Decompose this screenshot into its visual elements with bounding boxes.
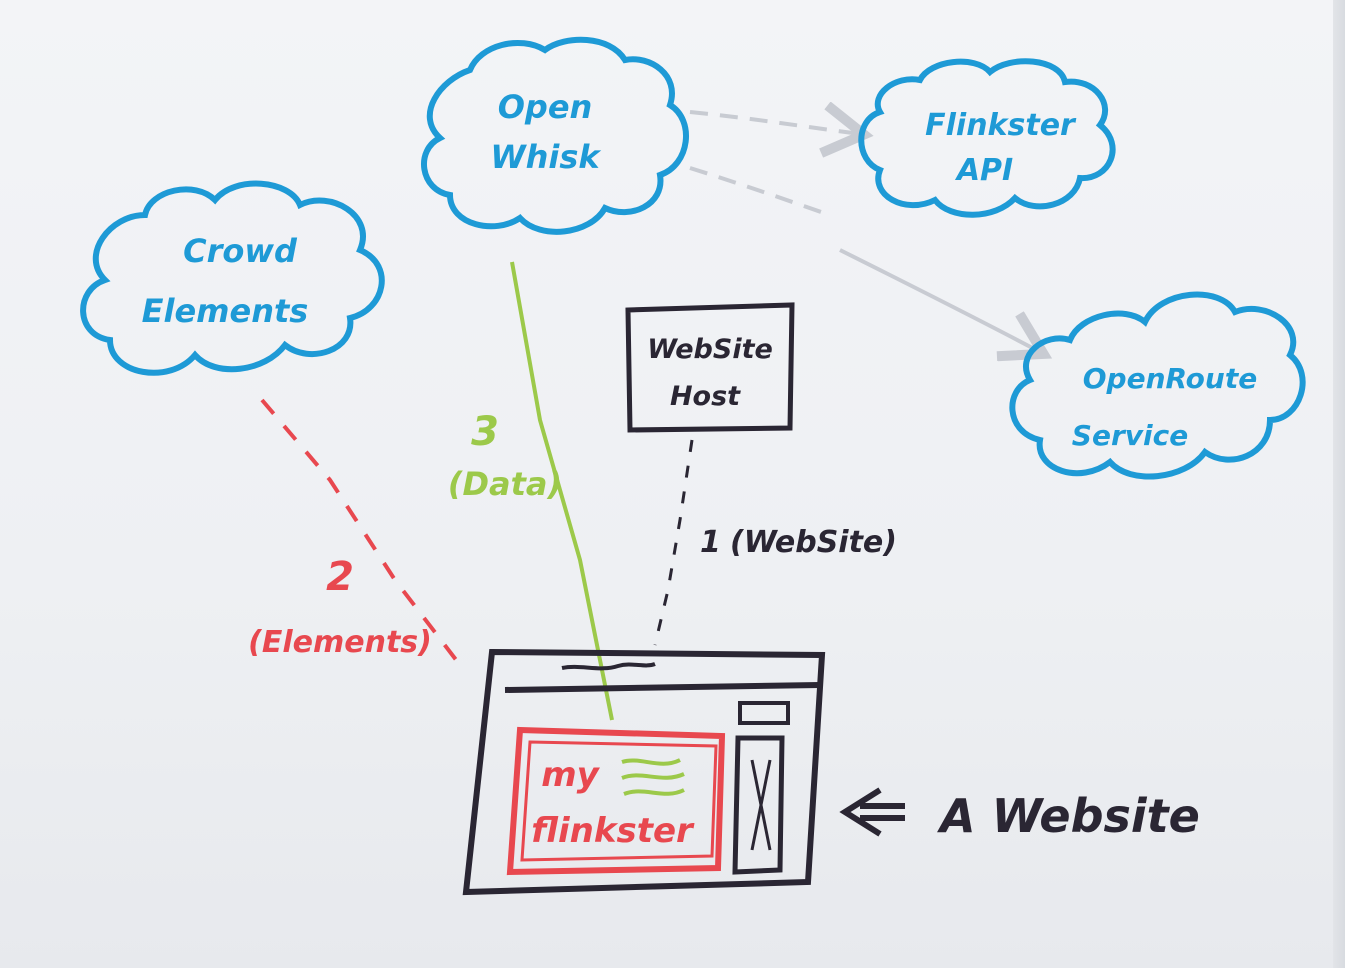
openwhisk-cloud: Open Whisk [421, 36, 689, 235]
data-edge-number: 3 [471, 409, 499, 455]
edge-openwhisk-openroute [689, 166, 1040, 352]
openwhisk-label-1: Open [498, 88, 593, 126]
arrow-left-icon [839, 787, 882, 837]
elements-edge-label: (Elements) [248, 625, 432, 660]
crowd-elements-cloud: Crowd Elements [80, 180, 385, 376]
openwhisk-label-2: Whisk [490, 138, 601, 176]
website-edge-number: 1 [700, 525, 721, 560]
browser-url-scribble [561, 662, 656, 671]
edge-website [653, 439, 694, 646]
widget-data-lines [621, 758, 685, 796]
website-annotation: A Website [839, 787, 1200, 843]
openroute-service-cloud: OpenRoute Service [1009, 291, 1306, 480]
browser-sidebar-cross [750, 759, 772, 851]
website-annotation-label: A Website [937, 789, 1200, 843]
my-flinkster-widget: my flinkster [506, 726, 726, 876]
browser-window [462, 648, 826, 896]
edge-openwhisk-flinkster [689, 112, 860, 134]
edge-elements [260, 398, 462, 667]
flinkster-api-label-2: API [955, 153, 1013, 188]
browser-sidebar-panel [732, 735, 785, 875]
crowd-elements-label-1: Crowd [183, 232, 298, 270]
openroute-service-label-2: Service [1072, 419, 1188, 452]
elements-edge-number: 2 [326, 554, 354, 600]
openroute-service-label-1: OpenRoute [1083, 362, 1257, 395]
edge-data [510, 261, 614, 721]
website-edge-label: (WebSite) [730, 525, 897, 560]
crowd-elements-label-2: Elements [142, 292, 309, 330]
browser-sidebar-button [738, 701, 790, 725]
data-edge-label: (Data) [448, 465, 562, 503]
browser-toolbar-line [504, 682, 821, 693]
widget-label-2: flinkster [531, 811, 695, 851]
board-edge [1333, 0, 1345, 968]
website-host-label-1: WebSite [647, 334, 773, 365]
website-host-box: WebSite Host [625, 302, 795, 433]
flinkster-api-label-1: Flinkster [925, 108, 1077, 143]
widget-label-1: my [541, 755, 600, 795]
website-host-label-2: Host [670, 381, 741, 412]
flinkster-api-cloud: Flinkster API [858, 58, 1116, 218]
